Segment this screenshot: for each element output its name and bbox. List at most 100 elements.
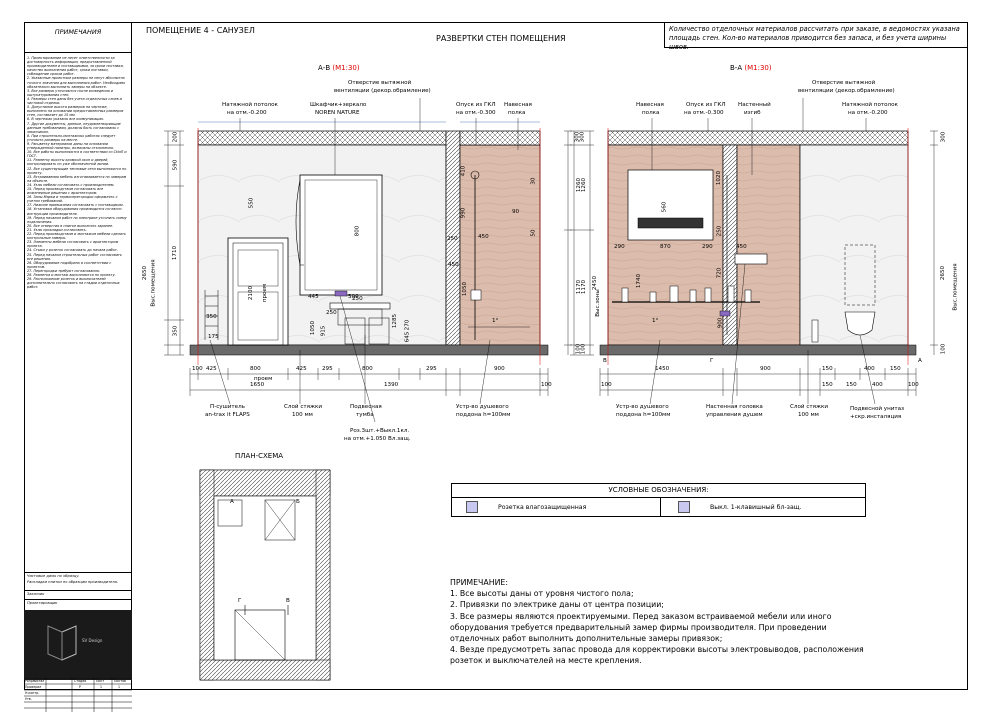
bv-niche-label: Настенный [738,102,771,108]
ab-shelf-label: Навесная [504,102,532,108]
bv-left-dim: 1170 [581,279,588,295]
bv-vent-label2: вентиляции (декор.обрамление) [798,88,895,94]
ab-bottom-dim: 900 [494,366,505,372]
stamp-cell: Н.контр. [25,691,40,695]
ab-dim: 450 [448,262,459,268]
elevation-bv-title: В-А (М1:30) [730,64,772,72]
note-2: 2. Привязки по электрике даны от центра … [450,600,664,610]
bv-dim: 720 [716,267,723,279]
ab-cabinet-label: Шкафчик+зеркало [310,102,367,108]
bv-bottom-dim: 150 [890,366,901,372]
ab-dim: 90 [512,209,520,215]
ab-vent-label2: вентиляции (декор.обрамление) [334,88,431,94]
stamp-cell: 1 [100,685,103,689]
bv-dim: 900 [717,317,724,329]
note-1: 1. Все высоты даны от уровня чистого пол… [450,589,634,599]
ab-dim: 50 [530,229,537,237]
legend-title: УСЛОВНЫЕ ОБОЗНАЧЕНИЯ: [452,484,865,498]
bv-left-dim: 300 [579,131,586,143]
ab-dim: 200 [172,131,179,143]
ab-gkl-mark: на отм.-0.300 [456,110,496,116]
ab-vent-label: Отверстие вытяжной [348,80,412,86]
ab-bottom-dim: 100 [541,382,552,388]
ab-tray-label2: an-trax it FLAPS [205,412,250,418]
stamp-cell: Утв. [25,697,32,701]
ab-screed-label: Слой стяжки [284,404,323,410]
ab-dim: 590 [172,159,179,171]
ab-dim: 250 [352,296,363,302]
ab-dim: 445 [308,294,319,300]
plan-schema [199,469,331,681]
waterproof-outlet-icon [466,501,478,513]
bv-head-label2: управления душем [706,412,763,418]
ab-shower-label: Устр-во душевого [456,404,509,410]
ab-dim: 1050 [310,320,317,336]
ab-dim: 270 [404,319,411,331]
ab-screed-label2: 100 мм [292,412,313,418]
ab-dim: 1050 [462,281,469,297]
bv-slope: 1° [652,318,659,324]
logo-text: SV Design [82,638,103,643]
ab-cabinet-brand: NOREN NATURE [315,110,360,116]
room-title: ПОМЕЩЕНИЕ 4 - САНУЗЕЛ [146,26,255,35]
bv-left-dim: 2450 [592,275,599,291]
bv-wc-label: Подвесной унитаз [850,406,905,412]
ab-ceiling-label: Натяжной потолок [222,102,278,108]
ab-dim: 250 [447,236,458,242]
legend-item-switch: Выкл. 1-клавишный бл-защ. [710,504,802,511]
ab-dim: 800 [354,225,361,237]
ab-bottom-dim: 800 [362,366,373,372]
ab-dim: проем [262,283,269,303]
bv-ceiling-mark: на отм.-0.200 [848,110,888,116]
bv-shower-label2: поддона h=100мм [616,412,671,418]
ab-bottom-dim: 1650 [250,382,265,388]
bv-zone-height-label: Выс.зоны [594,289,601,317]
ab-shower-label2: поддона h=100мм [456,412,511,418]
stamp-cell: Проверил [25,685,42,689]
note-4: 4. Везде предусмотреть запас провода для… [450,645,864,666]
ab-gkl-label: Опуск из ГКЛ [456,102,496,108]
stamp-cell: Стадия [74,679,87,683]
general-notes: ПРИМЕЧАНИЕ: 1. Все высоты даны от уровня… [450,577,870,667]
ab-dim: 645 [404,331,411,343]
ab-bottom-dim: 295 [322,366,333,372]
sheet-title: РАЗВЕРТКИ СТЕН ПОМЕЩЕНИЯ [436,34,566,43]
bv-dim: 450 [736,244,747,250]
ab-slope: 1° [492,318,499,324]
title-stamp: Разработал Проверил Н.контр. Утв. Стадия… [24,678,132,712]
bv-bottom-dim: 150 [846,382,857,388]
bv-left-dim: 1260 [581,177,588,193]
notes-sidebar: ПРИМЕЧАНИЯ 1. Проектирование не несет от… [24,22,132,712]
plan-letter: Г [238,598,242,604]
ab-room-height-label: Выс.помещения [150,259,157,307]
sidebar-footer-line1: Чистовые даны по образцу. [27,574,80,578]
ab-room-height: 2650 [142,265,149,281]
note-3: 3. Все размеры являются проектируемыми. … [450,611,832,644]
plan-letter: Б [296,499,300,505]
legend-divider [660,497,661,517]
ab-dim: 450 [478,234,489,240]
ab-cabinet-bottom-label: Подвесная [350,404,382,410]
sidebar-notes: 1. Проектирование не несет ответственнос… [27,56,127,290]
ab-bottom-dim: 425 [296,366,307,372]
bv-left-dim: 100 [580,343,587,355]
legend-item-outlet: Розетка влагозащищенная [498,504,587,511]
bv-axis-letter: А [918,358,922,364]
bv-ceiling-label: Натяжной потолок [842,102,898,108]
bv-screed-label: Слой стяжки [790,404,829,410]
bv-bottom-dim: 150 [822,366,833,372]
bv-vent-label: Отверстие вытяжной [812,80,876,86]
bv-dim: 1020 [716,170,723,186]
bv-shelf-label: Навесная [636,102,664,108]
bv-screed-label2: 100 мм [798,412,819,418]
elevation-ab-title: А-В (М1:30) [318,64,360,72]
ab-dim: 2100 [248,285,255,301]
bv-dim: 560 [661,201,668,213]
bv-gkl-mark: на отм.-0.300 [684,110,724,116]
ab-dim: 500 [348,294,359,300]
sidebar-title: ПРИМЕЧАНИЯ [54,28,102,36]
ab-outlet-label: Роз.3шт.+Выкл.1кл. [350,428,410,434]
notes-title: ПРИМЕЧАНИЕ: [450,578,508,587]
bv-bottom-dim: 100 [908,382,919,388]
